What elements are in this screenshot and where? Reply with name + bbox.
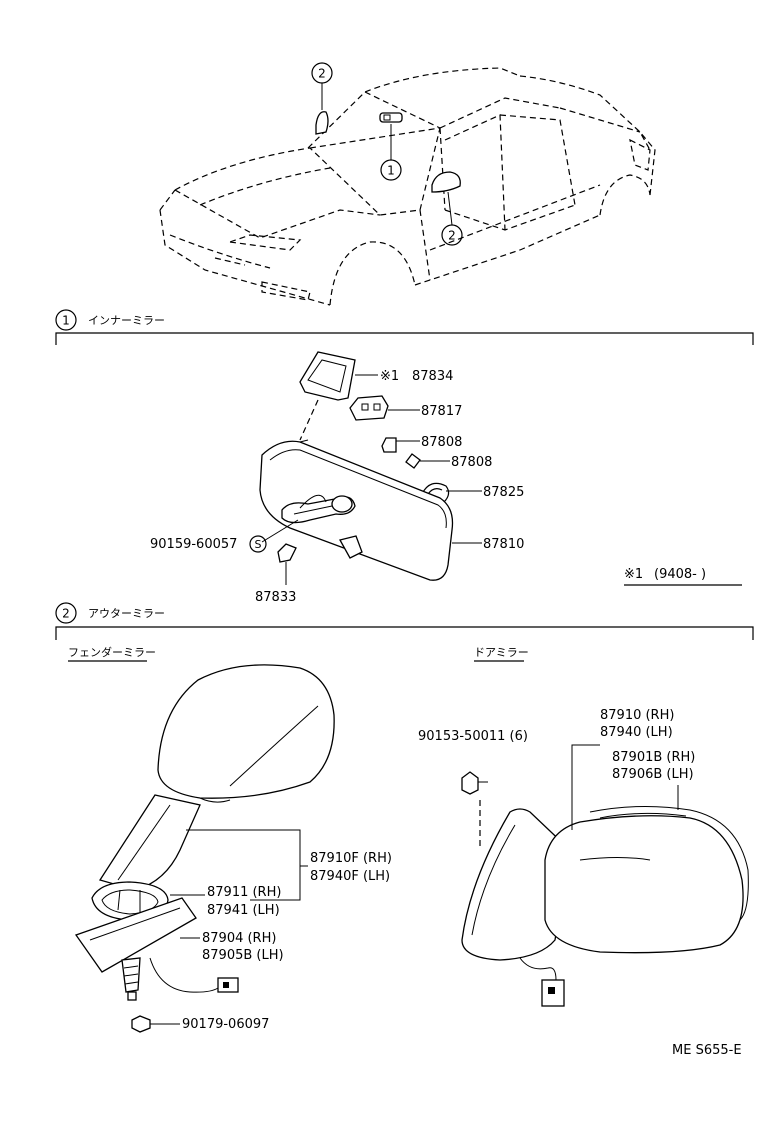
fender-mirror-drawing bbox=[74, 664, 335, 1033]
section-outer-mirror-header: 2 アウターミラー bbox=[55, 602, 754, 640]
section-inner-mirror-header: 1 インナーミラー bbox=[55, 309, 754, 345]
part-label-87808-b: 87808 bbox=[451, 455, 492, 470]
door-mirror-drawing bbox=[461, 771, 749, 1007]
part-label-87808-a: 87808 bbox=[421, 435, 462, 450]
svg-text:1: 1 bbox=[387, 164, 395, 178]
svg-text:※1: ※1 bbox=[624, 567, 643, 582]
svg-text:2: 2 bbox=[318, 67, 326, 81]
part-label-87905b: 87905B (LH) bbox=[202, 948, 284, 963]
fender-mirror-leaders bbox=[150, 829, 308, 1025]
part-label-87810: 87810 bbox=[483, 537, 524, 552]
inner-mirror-leaders bbox=[355, 374, 482, 544]
part-label-87941: 87941 (LH) bbox=[207, 903, 280, 918]
svg-text:(9408- ): (9408- ) bbox=[654, 567, 706, 582]
part-label-90159-mark: S bbox=[255, 538, 262, 551]
svg-text:フェンダーミラー: フェンダーミラー bbox=[68, 645, 156, 659]
diagram-code: ME S655-E bbox=[672, 1043, 742, 1058]
svg-text:1: 1 bbox=[62, 314, 70, 328]
part-label-87901b: 87901B (RH) bbox=[612, 750, 695, 765]
part-label-87940: 87940 (LH) bbox=[600, 725, 673, 740]
svg-text:インナーミラー: インナーミラー bbox=[88, 314, 165, 327]
part-label-87825: 87825 bbox=[483, 485, 524, 500]
part-label-87817: 87817 bbox=[421, 404, 462, 419]
car-illustration bbox=[159, 67, 656, 306]
svg-text:ドアミラー: ドアミラー bbox=[474, 646, 529, 659]
subsection-fender-mirror: フェンダーミラー bbox=[68, 645, 156, 662]
part-label-87833: 87833 bbox=[255, 590, 296, 605]
subsection-door-mirror: ドアミラー bbox=[474, 646, 529, 662]
part-label-90179: 90179-06097 bbox=[182, 1017, 269, 1032]
svg-text:アウターミラー: アウターミラー bbox=[88, 607, 165, 620]
part-label-90153: 90153-50011 (6) bbox=[418, 729, 528, 744]
car-callout-inner: 1 bbox=[380, 124, 402, 181]
part-label-87906b: 87906B (LH) bbox=[612, 767, 694, 782]
part-label-87834: 87834 bbox=[412, 369, 453, 384]
door-mirror-labels: 90153-50011 (6) 87910 (RH) 87940 (LH) 87… bbox=[418, 708, 695, 782]
fender-mirror-labels: 87910F (RH) 87940F (LH) 87911 (RH) 87941… bbox=[182, 851, 392, 1032]
svg-text:2: 2 bbox=[448, 229, 456, 243]
part-label-90159: 90159-60057 bbox=[150, 537, 237, 552]
inner-mirror-labels: ※1 87834 87817 87808 87808 87825 87810 9… bbox=[150, 369, 524, 605]
part-label-87940f: 87940F (LH) bbox=[310, 869, 390, 884]
part-label-87834-mark: ※1 bbox=[380, 369, 399, 384]
car-callout-door: 2 bbox=[441, 191, 463, 246]
part-label-87904: 87904 (RH) bbox=[202, 931, 276, 946]
part-label-87911: 87911 (RH) bbox=[207, 885, 281, 900]
svg-text:2: 2 bbox=[62, 607, 70, 621]
part-label-87910: 87910 (RH) bbox=[600, 708, 674, 723]
applicability-note: ※1 (9408- ) bbox=[624, 567, 742, 586]
car-callout-fender: 2 bbox=[311, 62, 333, 110]
door-mirror-leaders bbox=[571, 744, 679, 830]
inner-mirror-drawing bbox=[249, 351, 454, 585]
part-label-87910f: 87910F (RH) bbox=[310, 851, 392, 866]
